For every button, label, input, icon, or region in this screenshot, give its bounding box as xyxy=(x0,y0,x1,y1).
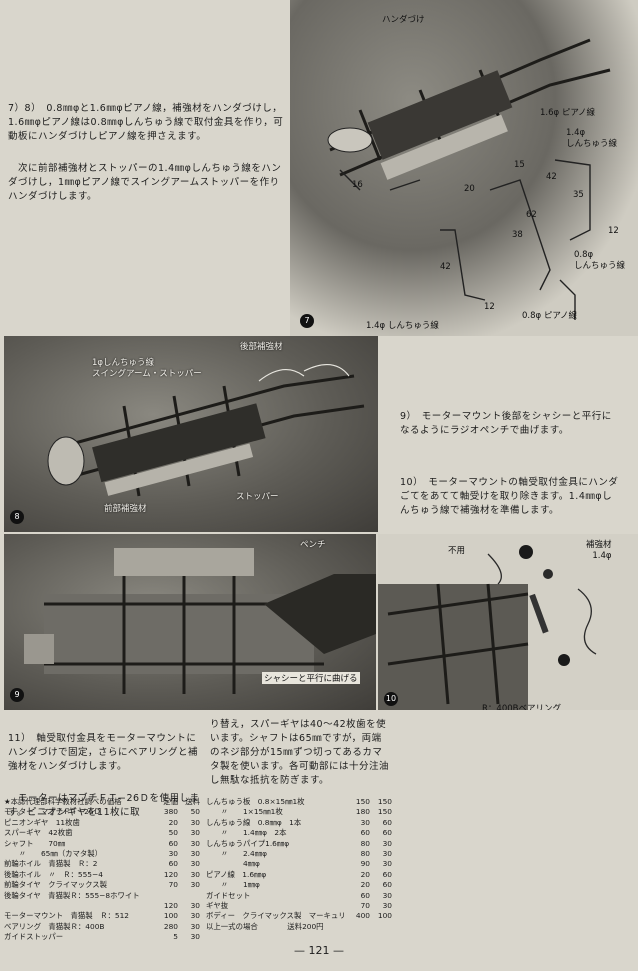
step-10-text: 10） モーターマウントの軸受取付金具にハンダごてをあてて軸受けを取り除きます。… xyxy=(400,477,619,516)
photo-10-number: 10 xyxy=(384,692,398,706)
step-11-text-right: り替え，スパーギヤは40〜42枚歯を使います。シャフトは65㎜ですが，両端のネジ… xyxy=(210,719,390,786)
label-rear-reinforcement: 後部補強材 xyxy=(240,342,283,352)
parts-row: 以上一式の場合 送料200円 xyxy=(206,921,324,931)
step-7-8-paragraph-1: 7）8） 0.8㎜φと1.6㎜φピアノ線，補強材をハンダづけし，1.6㎜φピアノ… xyxy=(8,103,284,142)
parts-row: 後輪タイヤ 青猫製Ｒ：555−8ホワイト xyxy=(4,890,140,900)
label-bearing: R：400Bベアリング xyxy=(482,704,561,710)
label-brass-0-8: 0.8φ しんちゅう線 xyxy=(574,250,626,271)
photo-7-number: 7 xyxy=(300,314,314,328)
dim-12b: 12 xyxy=(484,302,495,312)
photo-8: 1φしんちゅう線 スイングアーム・ストッパー 後部補強材 ストッパー 前部補強材… xyxy=(4,336,378,532)
step-11-paragraph-1: 11） 軸受取付金具をモーターマウントにハンダづけで固定，さらにベアリングと補強… xyxy=(8,733,199,772)
step-11-text-left: 11） 軸受取付金具をモーターマウントにハンダづけで固定，さらにベアリングと補強… xyxy=(8,718,204,834)
parts-row: ボディー クライマックス製 マーキュリーサイクイン400100 xyxy=(206,911,392,921)
label-reinforcement-1-4: 補強材 1.4φ xyxy=(586,540,612,561)
chassis-photo-8 xyxy=(47,364,365,497)
chassis-photo-10 xyxy=(378,545,597,710)
dim-15: 15 xyxy=(514,160,525,170)
label-stopper: ストッパー xyxy=(236,492,279,502)
label-bend-parallel: シャシーと平行に曲げる xyxy=(262,672,360,684)
label-brass-1-4b: 1.4φ しんちゅう線 xyxy=(366,321,439,331)
photo-9: ペンチ シャシーと平行に曲げる 9 xyxy=(4,534,376,710)
page-number: — 121 — xyxy=(294,944,344,957)
step-7-8-paragraph-2: 次に前部補強材とストッパーの1.4㎜φしんちゅう線をハンダづけし，1㎜φピアノ線… xyxy=(8,163,282,202)
label-piano-1-6: 1.6φ ピアノ線 xyxy=(540,108,596,118)
label-front-reinforcement: 前部補強材 xyxy=(104,504,147,514)
step-11-paragraph-2: モーターはマブチＦＴ−26Ｄを使用します。ピニオンギヤを11枚に取 xyxy=(8,793,200,818)
photo-8-number: 8 xyxy=(10,510,24,524)
dim-20: 20 xyxy=(464,184,475,194)
step-7-8-text: 7）8） 0.8㎜φと1.6㎜φピアノ線，補強材をハンダづけし，1.6㎜φピアノ… xyxy=(8,88,284,218)
photo-10: 不用 補強材 1.4φ R：400Bベアリング 10 xyxy=(378,534,638,710)
label-piano-0-8: 0.8φ ピアノ線 xyxy=(522,311,578,321)
photo-7-diagram: ハンダづけ 1.6φ ピアノ線 1.4φ しんちゅう線 16 20 15 42 … xyxy=(290,0,638,336)
step-9-text: 9） モーターマウント後部をシャシーと平行になるようにラジオペンチで曲げます。 xyxy=(400,411,612,436)
dim-42b: 42 xyxy=(440,262,451,272)
label-unused: 不用 xyxy=(448,546,466,556)
parts-header: ★本誌代理部科学教材社調べの価格 定価 送料 xyxy=(4,797,200,806)
dim-42: 42 xyxy=(546,172,557,182)
chassis-photo-9 xyxy=(24,548,376,694)
dim-16: 16 xyxy=(352,180,363,190)
dim-62: 62 xyxy=(526,210,537,220)
label-swing-stopper: 1φしんちゅう線 スイングアーム・ストッパー xyxy=(92,358,202,379)
label-handa: ハンダづけ xyxy=(382,15,425,25)
dim-38: 38 xyxy=(512,230,523,240)
dim-35: 35 xyxy=(573,190,584,200)
dim-12a: 12 xyxy=(608,226,619,236)
chassis-photo-7 xyxy=(327,38,611,320)
label-pliers: ペンチ xyxy=(300,540,326,550)
photo-9-number: 9 xyxy=(10,688,24,702)
photo-7-image xyxy=(290,0,638,336)
label-brass-1-4: 1.4φ しんちゅう線 xyxy=(566,128,618,149)
